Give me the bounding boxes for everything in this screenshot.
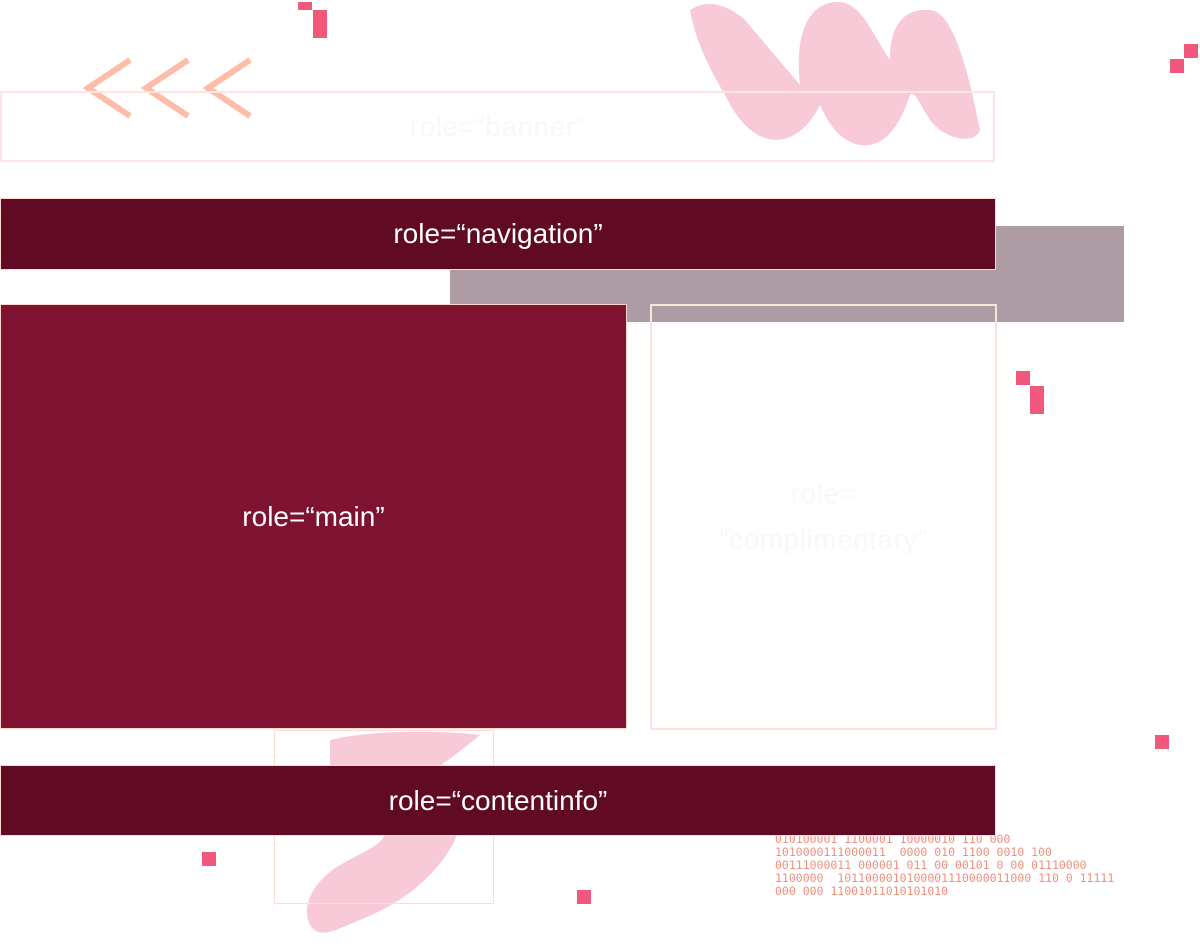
banner-region: role=“banner” (0, 91, 995, 162)
contentinfo-label: role=“contentinfo” (388, 784, 608, 816)
complementary-label-line1: role= (790, 478, 857, 509)
accent-square (298, 2, 312, 10)
accent-square (1016, 371, 1030, 385)
accent-square (1170, 59, 1184, 73)
binary-line: 000 000 11001011010101010 (775, 884, 949, 899)
navigation-label: role=“navigation” (393, 218, 603, 249)
banner-label: role=“banner” (409, 110, 586, 142)
brush-stroke-decoration (690, 1, 980, 146)
binary-line: 00111000011 000001 011 00 00101 0 00 011… (775, 858, 1087, 873)
accent-square (1155, 735, 1169, 749)
binary-line: 1010000111000011 0000 010 1100 0010 100 (775, 844, 1052, 859)
accent-square (202, 852, 216, 866)
navigation-region: role=“navigation” (0, 198, 996, 270)
binary-line: 1100000 1011000010100001110000011000 110… (775, 871, 1115, 886)
accent-square (1030, 386, 1044, 400)
main-label: role=“main” (242, 500, 385, 532)
accent-square (313, 10, 327, 38)
accent-square (1184, 44, 1198, 58)
complementary-label-line2: “complimentary” (719, 524, 928, 555)
contentinfo-region: role=“contentinfo” (0, 765, 996, 836)
main-region: role=“main” (0, 304, 627, 729)
accent-square (1030, 400, 1044, 414)
accent-square (577, 890, 591, 904)
chevron-left-icon (82, 57, 252, 119)
complementary-region: role= “complimentary” (650, 304, 997, 730)
